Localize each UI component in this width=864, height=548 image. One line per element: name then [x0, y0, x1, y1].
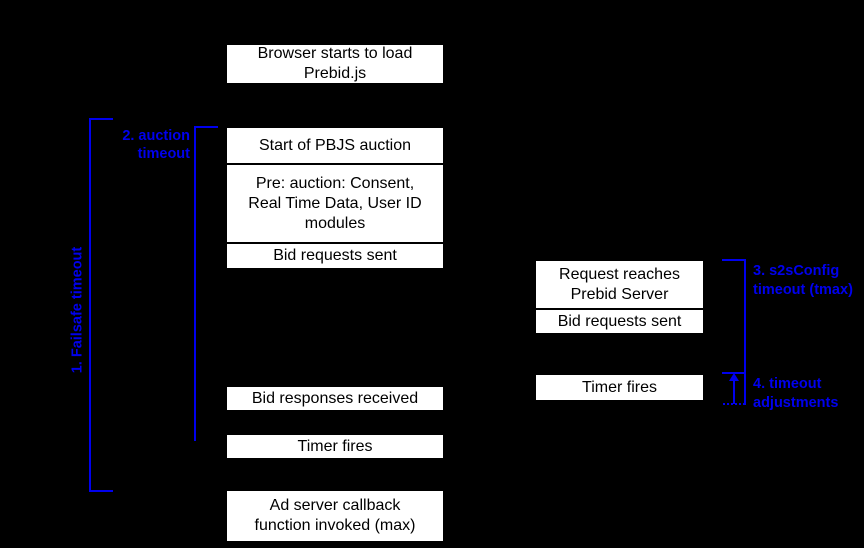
auction-timeout-bracket	[194, 126, 218, 441]
box-timer-fires-client: Timer fires	[225, 433, 445, 460]
label-timeout-adjustments: 4. timeout adjustments	[753, 375, 838, 413]
box-bid-requests-sent-server: Bid requests sent	[557, 312, 682, 330]
auction-event-stack: Start of PBJS auction Pre: auction: Cons…	[225, 126, 445, 270]
s2s-timeout-bracket	[722, 259, 746, 374]
s2s-bracket-extension-line	[744, 372, 746, 405]
label-timeout-adjustments-line2: adjustments	[753, 395, 839, 411]
box-timer-fires-server: Timer fires	[534, 373, 705, 402]
label-s2s-timeout-line2: timeout (tmax)	[753, 282, 853, 298]
box-browser-load: Browser starts to load Prebid.js	[225, 43, 445, 85]
timeout-adjustment-dotted-line	[723, 403, 745, 405]
box-auction-start: Start of PBJS auction	[227, 128, 443, 165]
box-request-reaches-server: Request reaches Prebid Server	[536, 261, 703, 310]
box-ad-server-callback: Ad server callback function invoked (max…	[225, 489, 445, 543]
box-bid-requests-sent: Bid requests sent	[273, 247, 397, 264]
label-s2s-timeout-line1: 3. s2sConfig	[753, 263, 840, 279]
label-s2s-timeout: 3. s2sConfig timeout (tmax)	[753, 262, 853, 300]
label-auction-timeout-line1: 2. auction	[122, 128, 190, 144]
up-arrow-head-icon	[729, 373, 739, 381]
failsafe-timeout-bracket	[89, 118, 113, 492]
label-auction-timeout: 2. auction timeout	[58, 127, 190, 163]
server-event-stack: Request reaches Prebid Server Bid reques…	[534, 259, 705, 335]
label-auction-timeout-line2: timeout	[137, 146, 190, 162]
up-arrow-icon	[733, 380, 735, 404]
box-pre-auction-modules: Pre: auction: Consent, Real Time Data, U…	[227, 165, 443, 244]
label-timeout-adjustments-line1: 4. timeout	[753, 376, 822, 392]
box-bid-responses-received: Bid responses received	[225, 385, 445, 412]
label-failsafe-timeout: 1. Failsafe timeout	[69, 246, 86, 374]
